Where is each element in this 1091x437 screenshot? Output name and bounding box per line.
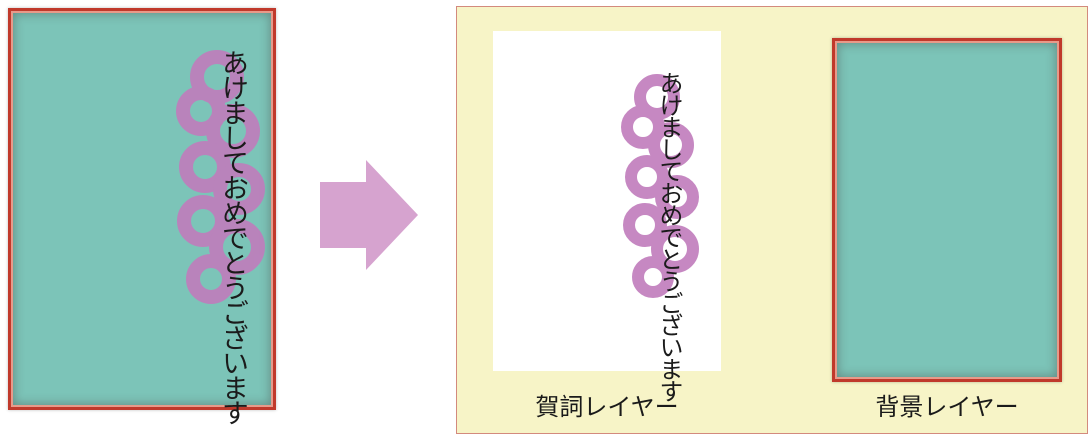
greeting-layer-art: あけましておめでとうございます bbox=[607, 61, 747, 401]
right-arrow-icon bbox=[320, 160, 418, 270]
brush-circles bbox=[176, 50, 265, 304]
greeting-layer-label: 賀詞レイヤー bbox=[535, 393, 679, 421]
greeting-layer: あけましておめでとうございます bbox=[493, 31, 721, 401]
original-card: あけましておめでとうございます bbox=[8, 8, 276, 424]
layer-panel: あけましておめでとうございます 賀詞レイヤー 背景レイヤー bbox=[456, 6, 1088, 434]
greeting-text: あけましておめでとうございます bbox=[217, 49, 248, 424]
background-layer-label: 背景レイヤー bbox=[875, 393, 1019, 421]
greeting-layer-text: あけましておめでとうございます bbox=[655, 71, 683, 401]
background-layer bbox=[832, 38, 1062, 382]
brush-circles bbox=[621, 74, 699, 298]
greeting-art: あけましておめでとうございます bbox=[159, 39, 299, 424]
